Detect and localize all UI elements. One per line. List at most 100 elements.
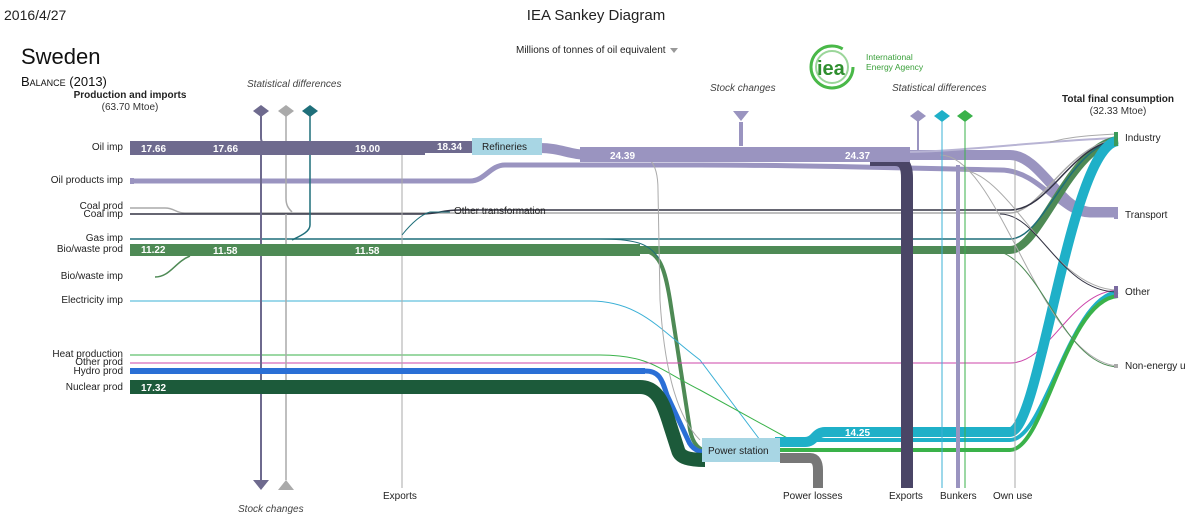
flow-nuclear: [130, 380, 706, 467]
balance-subtitle: Balance (2013): [21, 74, 107, 89]
annotation-stat-diff-right: Statistical differences: [892, 83, 987, 94]
stat-diff-marker-3: [302, 105, 318, 117]
source-bars: [130, 141, 910, 394]
annotation-stock-changes-top: Stock changes: [710, 83, 776, 94]
flow-misc-4: [999, 213, 1119, 293]
flow-electricity-imp: [130, 300, 761, 441]
flow-misc-2: [959, 169, 1119, 291]
demand-total: (32.33 Mtoe): [1089, 106, 1147, 117]
label-refineries: Refineries: [482, 142, 527, 153]
value-oil-imp-a: 17.66: [141, 144, 166, 155]
country-title: Sweden: [21, 44, 101, 69]
annotation-stock-changes-bottom: Stock changes: [238, 504, 304, 515]
source-label-coal-imp[interactable]: Coal imp: [83, 209, 123, 220]
source-label-oil-imp[interactable]: Oil imp: [91, 142, 123, 153]
flow-oil-products-imp: [130, 162, 1118, 218]
value-refineries-out: 24.39: [610, 151, 635, 162]
sink-label-own-use[interactable]: Own use: [993, 491, 1033, 502]
flow-bio-power: [639, 248, 706, 452]
flow-power-losses: [780, 453, 823, 488]
value-oil-imp-b: 17.66: [213, 144, 238, 155]
logo-agency-name: International Energy Agency: [866, 52, 924, 72]
sink-bars: [1114, 132, 1118, 368]
sink-label-transport[interactable]: Transport: [1125, 210, 1168, 221]
source-label-heat-production[interactable]: Heat production: [52, 349, 123, 360]
stat-diff-marker-r1: [910, 110, 926, 122]
line-stat-diff-2: [285, 116, 293, 213]
iea-logo[interactable]: iea International Energy Agency: [806, 42, 946, 90]
node-nuclear: [130, 380, 640, 394]
source-label-other-prod[interactable]: Other prod: [75, 357, 123, 368]
sink-label-exports-left[interactable]: Exports: [383, 491, 417, 502]
supply-header: Production and imports: [73, 90, 187, 101]
value-power-out: 14.25: [845, 428, 870, 439]
source-label-coal-prod[interactable]: Coal prod: [79, 201, 123, 212]
source-label-bio-prod[interactable]: Bio/waste prod: [56, 244, 123, 255]
sink-label-power-losses[interactable]: Power losses: [783, 491, 843, 502]
source-label-nuclear-prod[interactable]: Nuclear prod: [65, 382, 123, 393]
annotation-stat-diff-left: Statistical differences: [247, 79, 342, 90]
flow-other-prod: [130, 289, 1119, 364]
sink-bar-industry: [1114, 132, 1118, 146]
flow-hydro: [130, 368, 706, 455]
sink-bar-transport: [1114, 211, 1118, 219]
logo-text: iea: [817, 58, 846, 80]
iea-logo-icon: iea: [809, 44, 855, 90]
sink-bar-nonenergy: [1114, 364, 1118, 368]
value-bio-a: 11.22: [141, 245, 166, 256]
flow-value-labels: 17.66 17.66 19.00 18.34 24.39 24.37 11.2…: [141, 142, 870, 439]
node-hydro: [130, 368, 645, 374]
source-label-bio-imp[interactable]: Bio/waste imp: [60, 271, 123, 282]
flow-coal-prod: [130, 139, 1119, 214]
stat-diff-marker-1: [253, 105, 269, 117]
stat-diff-marker-r3: [957, 110, 973, 122]
flow-misc-3: [989, 249, 1119, 368]
unit-dropdown-label: Millions of tonnes of oil equivalent: [516, 45, 666, 56]
line-stat-diff-1: [260, 116, 269, 145]
source-label-electricity-imp[interactable]: Electricity imp: [61, 295, 123, 306]
sink-label-industry[interactable]: Industry: [1125, 133, 1161, 144]
node-power-station[interactable]: [702, 438, 780, 462]
date-label: 2016/4/27: [4, 7, 67, 23]
value-nuclear: 17.32: [141, 383, 166, 394]
stock-marker-top: [733, 111, 749, 121]
unit-dropdown[interactable]: Millions of tonnes of oil equivalent: [516, 45, 678, 56]
flow-refinery-exports: [649, 159, 701, 441]
flow-power-electricity: [775, 136, 1120, 447]
stat-diff-marker-r2: [934, 110, 950, 122]
line-other-transformation: [401, 211, 450, 236]
source-label-oil-products-imp[interactable]: Oil products imp: [50, 175, 123, 186]
label-other-transformation[interactable]: Other transformation: [454, 206, 546, 217]
node-oil-imp: [130, 141, 425, 155]
flow-misc-1: [939, 154, 1119, 367]
sink-bar-other: [1114, 286, 1118, 298]
source-label-gas-imp[interactable]: Gas imp: [85, 233, 123, 244]
sink-label-non-energy[interactable]: Non-energy u: [1125, 361, 1186, 372]
label-power-station: Power station: [708, 446, 769, 457]
flow-gas-other: [599, 238, 661, 261]
stock-marker-bottom-1: [253, 480, 269, 490]
line-stat-diff-3: [291, 116, 311, 241]
stock-marker-bottom-2: [278, 480, 294, 490]
node-refinery-input: [425, 141, 473, 153]
source-label-hydro-prod[interactable]: Hydro prod: [73, 366, 123, 377]
flow-heat-prod: [130, 354, 801, 446]
process-nodes: Refineries Power station: [472, 138, 780, 462]
flow-misc-5: [1049, 133, 1119, 143]
stat-diff-marker-2: [278, 105, 294, 117]
node-refineries[interactable]: [472, 138, 542, 155]
node-oil-products-imp: [130, 178, 134, 184]
sink-label-bunkers[interactable]: Bunkers: [940, 491, 977, 502]
value-bio-c: 11.58: [355, 246, 380, 257]
node-bio-prod: [130, 244, 640, 256]
chevron-down-icon: [669, 47, 678, 53]
value-bio-b: 11.58: [213, 246, 238, 257]
sink-label-exports-right[interactable]: Exports: [889, 491, 923, 502]
sink-label-other[interactable]: Other: [1125, 287, 1151, 298]
value-refineries-out-b: 24.37: [845, 151, 870, 162]
page-title: IEA Sankey Diagram: [526, 7, 666, 24]
flow-refinery-out: [539, 143, 1118, 217]
flow-refinery-industry: [899, 137, 1119, 153]
flow-bio-imp: [154, 255, 191, 278]
